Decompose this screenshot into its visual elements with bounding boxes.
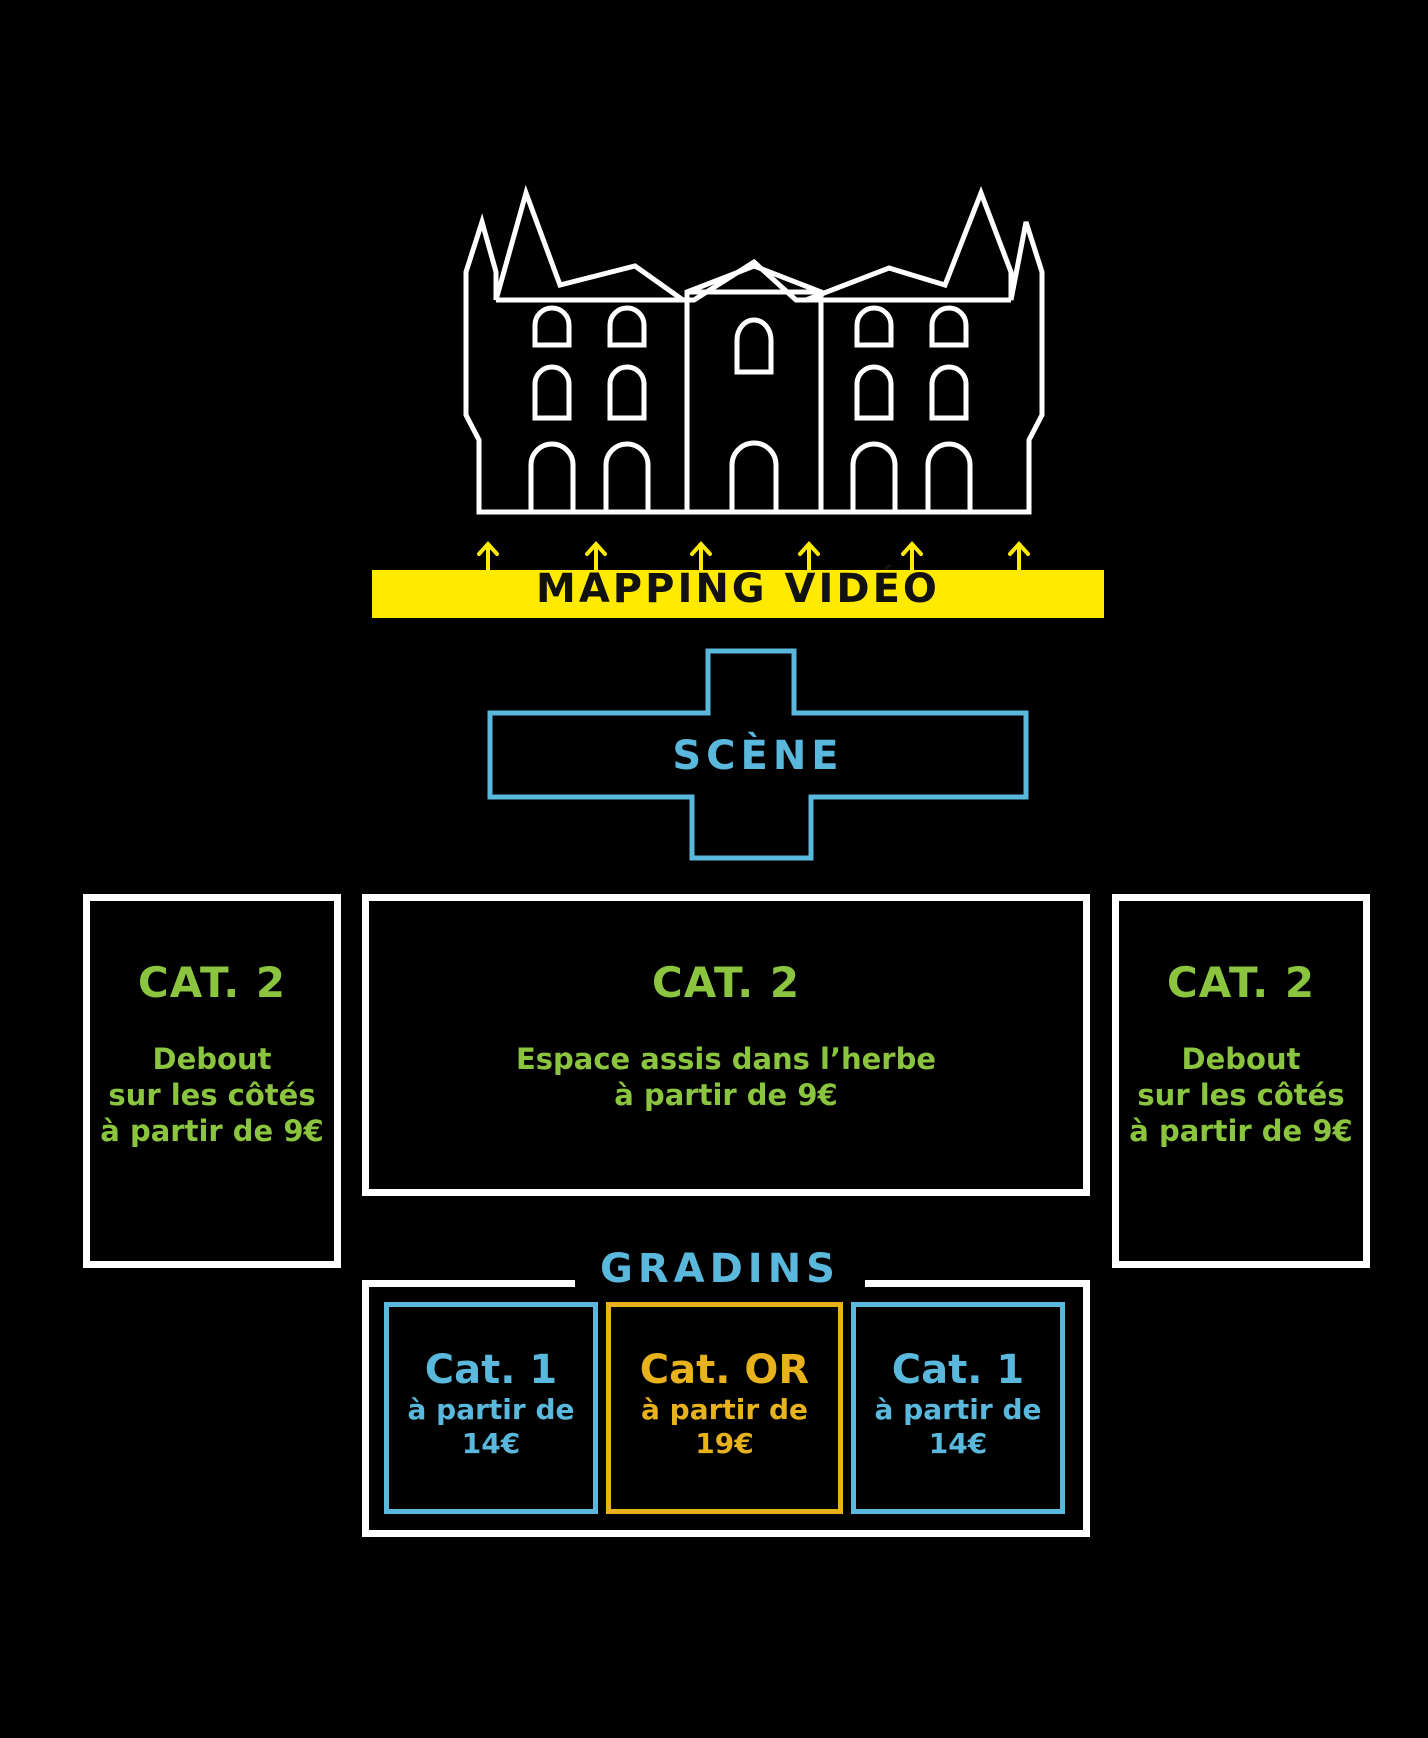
zone-line: sur les côtés bbox=[108, 1078, 316, 1112]
zone-cat1-left[interactable]: Cat. 1 à partir de 14€ bbox=[384, 1302, 598, 1514]
zone-cat2-center[interactable]: CAT. 2 Espace assis dans l’herbe à parti… bbox=[362, 894, 1090, 1196]
scene-label: SCÈNE bbox=[672, 733, 844, 779]
zone-title: CAT. 2 bbox=[1166, 958, 1316, 1007]
zone-price: 14€ bbox=[928, 1427, 988, 1460]
zone-title: CAT. 2 bbox=[651, 958, 801, 1007]
arrow-up-icon bbox=[901, 541, 923, 572]
zone-price: 14€ bbox=[461, 1427, 521, 1460]
zone-title: CAT. 2 bbox=[137, 958, 287, 1007]
zone-cat2-right[interactable]: CAT. 2 Debout sur les côtés à partir de … bbox=[1112, 894, 1370, 1268]
arrow-up-icon bbox=[585, 541, 607, 572]
zone-cat1-right[interactable]: Cat. 1 à partir de 14€ bbox=[851, 1302, 1065, 1514]
arrow-up-icon bbox=[690, 541, 712, 572]
zone-price: 19€ bbox=[695, 1427, 754, 1460]
mapping-video-label: MAPPING VIDÉO bbox=[536, 566, 940, 612]
arrow-up-icon bbox=[477, 541, 499, 572]
zone-title: Cat. 1 bbox=[891, 1347, 1025, 1393]
zone-line: Debout bbox=[152, 1042, 272, 1076]
zone-title: Cat. 1 bbox=[424, 1347, 558, 1393]
zone-line: à partir de bbox=[641, 1393, 808, 1426]
zone-line: à partir de bbox=[874, 1393, 1042, 1426]
zone-line: à partir de 9€ bbox=[100, 1114, 324, 1148]
zone-line: sur les côtés bbox=[1137, 1078, 1345, 1112]
zone-line: à partir de 9€ bbox=[1129, 1114, 1353, 1148]
zone-line: Debout bbox=[1181, 1042, 1301, 1076]
zone-line: Espace assis dans l’herbe bbox=[515, 1042, 937, 1076]
arrow-up-icon bbox=[1008, 541, 1030, 572]
zone-cat2-left[interactable]: CAT. 2 Debout sur les côtés à partir de … bbox=[83, 894, 341, 1268]
zone-cat-or[interactable]: Cat. OR à partir de 19€ bbox=[606, 1302, 843, 1514]
zone-line: à partir de 9€ bbox=[614, 1078, 838, 1112]
mapping-video-bar bbox=[372, 570, 1104, 618]
arrow-up-icon bbox=[798, 541, 820, 572]
zone-title: Cat. OR bbox=[639, 1347, 810, 1393]
gradins-label: GRADINS bbox=[575, 1246, 865, 1292]
zone-line: à partir de bbox=[407, 1393, 575, 1426]
